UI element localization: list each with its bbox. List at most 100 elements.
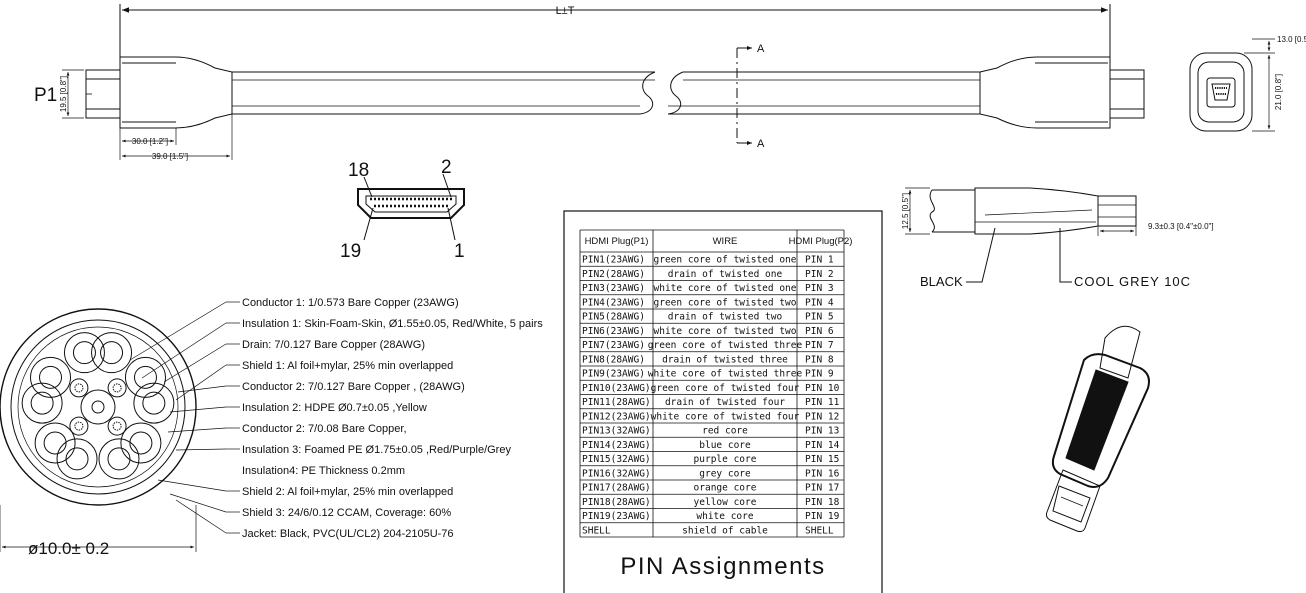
side-height-label: 12.5 [0.5"] — [901, 193, 910, 229]
drawing-labels: L±T A A P1 19.5 [0.8"] 30.0 [1.2"] 39.0 … — [28, 5, 1306, 580]
callout-leader-1 — [129, 301, 227, 361]
section-top-label: A — [757, 43, 765, 55]
table-cell-r10-c1: drain of twisted four — [665, 397, 785, 408]
pin-19-label: 19 — [340, 241, 361, 262]
cable-cross-section — [0, 301, 240, 552]
total-plug-length-label: 39.0 [1.5"] — [152, 152, 188, 161]
inner-core-0 — [107, 416, 127, 436]
pair-insulation-2 — [63, 332, 105, 374]
end-view — [1189, 38, 1275, 132]
pair-insulation-8 — [56, 438, 98, 480]
color-grey-label: COOL GREY 10C — [1074, 274, 1191, 289]
table-header-0: HDMI Plug(P1) — [585, 236, 649, 247]
callout-leader-6 — [169, 406, 227, 413]
pair-conductor-0 — [30, 391, 54, 415]
table-cell-r5-c2: PIN 6 — [805, 326, 834, 337]
table-title: PIN Assignments — [620, 553, 825, 580]
pair-insulation-4 — [124, 356, 166, 398]
section-bottom-label: A — [757, 138, 765, 150]
callout-3: Drain: 7/0.127 Bare Copper (28AWG) — [242, 339, 425, 351]
table-cell-r8-c2: PIN 9 — [805, 369, 834, 380]
overall-length-label: L±T — [556, 5, 575, 17]
side-view — [905, 187, 1137, 283]
pair-insulation-3 — [91, 332, 133, 374]
table-cell-r0-c2: PIN 1 — [805, 255, 834, 266]
table-cell-r12-c1: red core — [702, 426, 748, 437]
table-cell-r11-c0: PIN12(23AWG) — [582, 411, 651, 422]
inner-strand-0 — [112, 421, 122, 431]
pair-insulation-0 — [21, 382, 63, 424]
table-cell-r16-c0: PIN17(28AWG) — [582, 483, 651, 494]
table-cell-r1-c1: drain of twisted one — [668, 269, 783, 280]
callout-2: Insulation 1: Skin-Foam-Skin, Ø1.55±0.05… — [242, 318, 543, 330]
table-cell-r10-c0: PIN11(28AWG) — [582, 397, 651, 408]
table-cell-r13-c1: blue core — [699, 440, 751, 451]
table-cell-r10-c2: PIN 11 — [805, 397, 840, 408]
table-cell-r2-c2: PIN 3 — [805, 283, 834, 294]
plug-3d-view — [1045, 325, 1150, 533]
table-cell-r4-c2: PIN 5 — [805, 312, 834, 323]
pair-conductor-1 — [39, 365, 63, 389]
callout-leader-12 — [175, 499, 227, 534]
table-cell-r19-c1: shield of cable — [682, 525, 768, 536]
callout-leader-8 — [175, 448, 227, 451]
table-cell-r13-c2: PIN 14 — [805, 440, 840, 451]
tip-length-label: 9.3±0.3 [0.4"±0.0"] — [1148, 222, 1214, 231]
callout-8: Insulation 3: Foamed PE Ø1.75±0.05 ,Red/… — [242, 444, 511, 456]
table-header-2: HDMI Plug(P2) — [789, 236, 853, 247]
pair-conductor-6 — [129, 431, 153, 455]
table-cell-r0-c1: green core of twisted one — [654, 255, 797, 266]
table-cell-r1-c2: PIN 2 — [805, 269, 834, 280]
table-cell-r8-c1: white core of twisted three — [648, 369, 803, 380]
pair-conductor-3 — [100, 341, 124, 365]
table-cell-r3-c2: PIN 4 — [805, 297, 834, 308]
inner-strand-2 — [74, 383, 84, 393]
table-cell-r13-c0: PIN14(23AWG) — [582, 440, 651, 451]
pin-18-label: 18 — [348, 160, 369, 181]
table-cell-r19-c0: SHELL — [582, 525, 611, 536]
plug-label: P1 — [34, 85, 57, 106]
table-cell-r14-c2: PIN 15 — [805, 454, 839, 465]
callout-9: Insulation4: PE Thickness 0.2mm — [242, 465, 405, 477]
table-cell-r18-c2: PIN 19 — [805, 511, 840, 522]
inner-core-1 — [69, 416, 89, 436]
inner-strand-3 — [112, 383, 122, 393]
mold-length-label: 30.0 [1.2"] — [132, 137, 168, 146]
callout-leader-4 — [175, 364, 227, 401]
table-cell-r15-c0: PIN16(32AWG) — [582, 468, 651, 479]
table-cell-r2-c1: white core of twisted one — [654, 283, 797, 294]
table-cell-r5-c0: PIN6(23AWG) — [582, 326, 645, 337]
table-cell-r9-c1: green core of twisted four — [651, 383, 800, 394]
table-header-1: WIRE — [713, 236, 738, 247]
pin-table — [563, 210, 883, 593]
table-cell-r4-c0: PIN5(28AWG) — [582, 312, 645, 323]
pair-insulation-1 — [30, 356, 72, 398]
pair-insulation-9 — [34, 422, 76, 464]
table-cell-r6-c0: PIN7(23AWG) — [582, 340, 645, 351]
table-cell-r0-c0: PIN1(23AWG) — [582, 255, 645, 266]
pair-conductor-8 — [65, 447, 89, 471]
table-cell-r16-c1: orange core — [694, 483, 757, 494]
end-height-label: 21.0 [0.8"] — [1274, 74, 1283, 110]
table-cell-r17-c0: PIN18(28AWG) — [582, 497, 651, 508]
callout-1: Conductor 1: 1/0.573 Bare Copper (23AWG) — [242, 297, 459, 309]
callout-5: Conductor 2: 7/0.127 Bare Copper , (28AW… — [242, 381, 465, 393]
table-cell-r14-c1: purple core — [694, 454, 757, 465]
pair-conductor-2 — [72, 341, 96, 365]
callout-leader-7 — [167, 427, 227, 433]
table-cell-r19-c2: SHELL — [805, 525, 834, 536]
diameter-label: ø10.0± 0.2 — [28, 539, 109, 558]
callout-10: Shield 2: Al foil+mylar, 25% min overlap… — [242, 486, 453, 498]
table-cell-r16-c2: PIN 17 — [805, 483, 839, 494]
callout-leader-2 — [141, 322, 227, 379]
inner-core-3 — [107, 378, 127, 398]
callout-leader-10 — [157, 479, 227, 492]
table-cell-r2-c0: PIN3(23AWG) — [582, 283, 645, 294]
table-cell-r17-c2: PIN 18 — [805, 497, 840, 508]
callout-11: Shield 3: 24/6/0.12 CCAM, Coverage: 60% — [242, 507, 451, 519]
table-cell-r12-c0: PIN13(32AWG) — [582, 426, 651, 437]
table-cell-r15-c2: PIN 16 — [805, 468, 840, 479]
table-cell-r18-c0: PIN19(23AWG) — [582, 511, 651, 522]
color-black-label: BLACK — [920, 274, 963, 289]
